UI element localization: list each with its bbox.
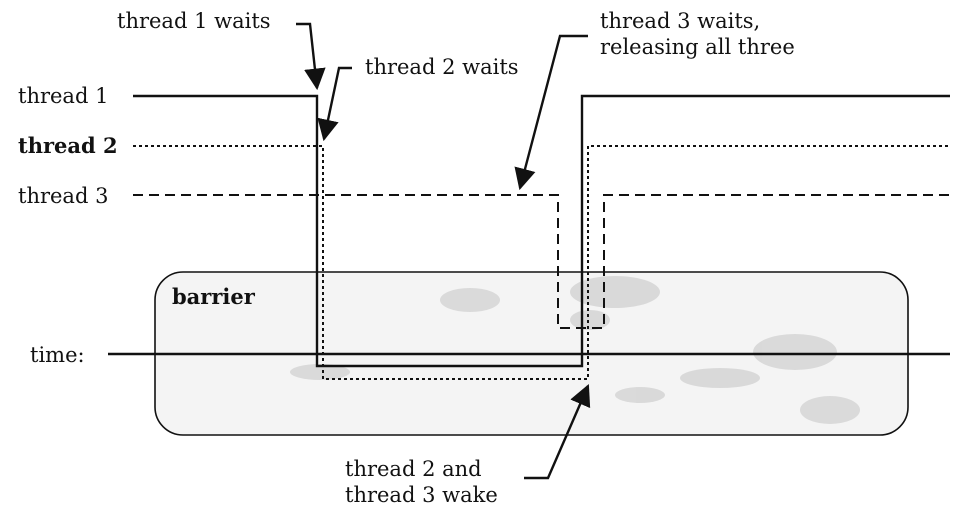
thread3-label: thread 3: [18, 184, 108, 208]
barrier-label: barrier: [172, 284, 256, 309]
thread1-waits-label: thread 1 waits: [117, 9, 271, 33]
barrier-texture: [290, 276, 860, 424]
thread3-path: [133, 194, 950, 329]
wake-label-line2: thread 3 wake: [345, 483, 498, 507]
thread3-waits-arrow: [514, 34, 588, 191]
thread2-waits-arrow: [317, 66, 352, 142]
thread2-label: thread 2: [18, 133, 118, 158]
wake-label-line1: thread 2 and: [345, 457, 482, 481]
thread1-waits-arrow: [296, 22, 326, 91]
thread3-waits-label-line1: thread 3 waits,: [600, 9, 760, 33]
thread1-label: thread 1: [18, 84, 108, 108]
thread2-waits-label: thread 2 waits: [365, 55, 519, 79]
thread3-waits-label-line2: releasing all three: [600, 35, 795, 59]
wake-arrow: [524, 384, 591, 480]
time-label: time:: [30, 343, 85, 367]
thread2-path: [133, 145, 950, 380]
thread1-path: [133, 94, 950, 368]
